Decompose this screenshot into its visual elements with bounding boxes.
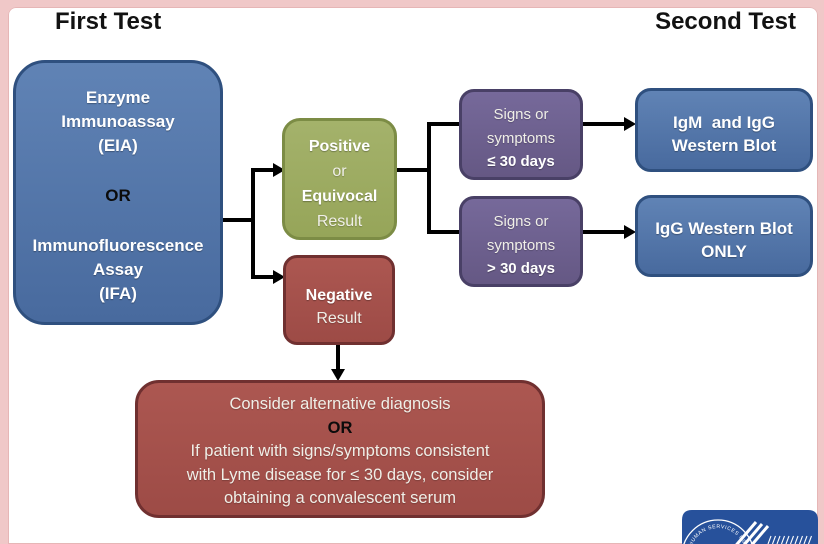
box-line: Result bbox=[316, 213, 363, 230]
negative-result-box: Negative Result bbox=[283, 255, 395, 345]
box-line: (EIA) bbox=[98, 136, 138, 155]
box-line: Immunoassay bbox=[61, 112, 175, 131]
box-line: or bbox=[332, 163, 347, 180]
box-line: Signs or bbox=[493, 106, 549, 123]
box-line-or: OR bbox=[327, 418, 353, 437]
box-line: Assay bbox=[92, 260, 144, 279]
first-test-heading: First Test bbox=[55, 8, 162, 35]
box-line: symptoms bbox=[486, 129, 556, 147]
box-line: obtaining a convalescent serum bbox=[223, 489, 457, 507]
box-line: Result bbox=[316, 310, 362, 327]
igg-western-blot-only-box: IgG Western Blot ONLY bbox=[635, 195, 813, 277]
igm-igg-western-blot-box: IgM and IgG Western Blot bbox=[635, 88, 813, 172]
box-line: Immunofluorescence bbox=[32, 236, 204, 255]
alternative-diagnosis-box: Consider alternative diagnosis OR If pat… bbox=[135, 380, 545, 518]
box-line: IgG Western Blot bbox=[655, 219, 793, 238]
box-line: Equivocal bbox=[301, 188, 378, 205]
positive-equivocal-box: Positive or Equivocal Result bbox=[282, 118, 397, 240]
box-line: ONLY bbox=[701, 242, 747, 261]
box-line-or: OR bbox=[105, 186, 131, 205]
second-test-heading: Second Test bbox=[655, 8, 796, 35]
box-line: Enzyme bbox=[85, 88, 151, 107]
hhs-logo: & HUMAN SERVICES USA bbox=[682, 510, 818, 544]
box-line: If patient with signs/symptoms consisten… bbox=[190, 442, 490, 460]
logo-seal-circle bbox=[683, 519, 753, 544]
logo-eagle-stripes bbox=[735, 521, 770, 544]
first-test-box: Enzyme Immunoassay (EIA) OR Immunofluore… bbox=[13, 60, 223, 325]
box-line: Consider alternative diagnosis bbox=[229, 395, 451, 413]
signs-30-or-less-box: Signs or symptoms ≤ 30 days bbox=[459, 89, 583, 180]
box-line: Western Blot bbox=[671, 136, 777, 155]
box-line: with Lyme disease for ≤ 30 days, conside… bbox=[186, 465, 494, 484]
box-line: (IFA) bbox=[99, 284, 137, 303]
hhs-logo-graphic: & HUMAN SERVICES USA bbox=[682, 510, 818, 544]
box-line: ≤ 30 days bbox=[487, 153, 555, 170]
box-line: Positive bbox=[308, 138, 371, 155]
box-line: > 30 days bbox=[487, 260, 555, 277]
logo-hatch-block bbox=[767, 535, 813, 544]
signs-over-30-box: Signs or symptoms > 30 days bbox=[459, 196, 583, 287]
box-line: Negative bbox=[305, 287, 373, 304]
box-line: IgM and IgG bbox=[673, 113, 775, 132]
box-line: Signs or bbox=[493, 213, 549, 230]
box-line: symptoms bbox=[486, 236, 556, 254]
